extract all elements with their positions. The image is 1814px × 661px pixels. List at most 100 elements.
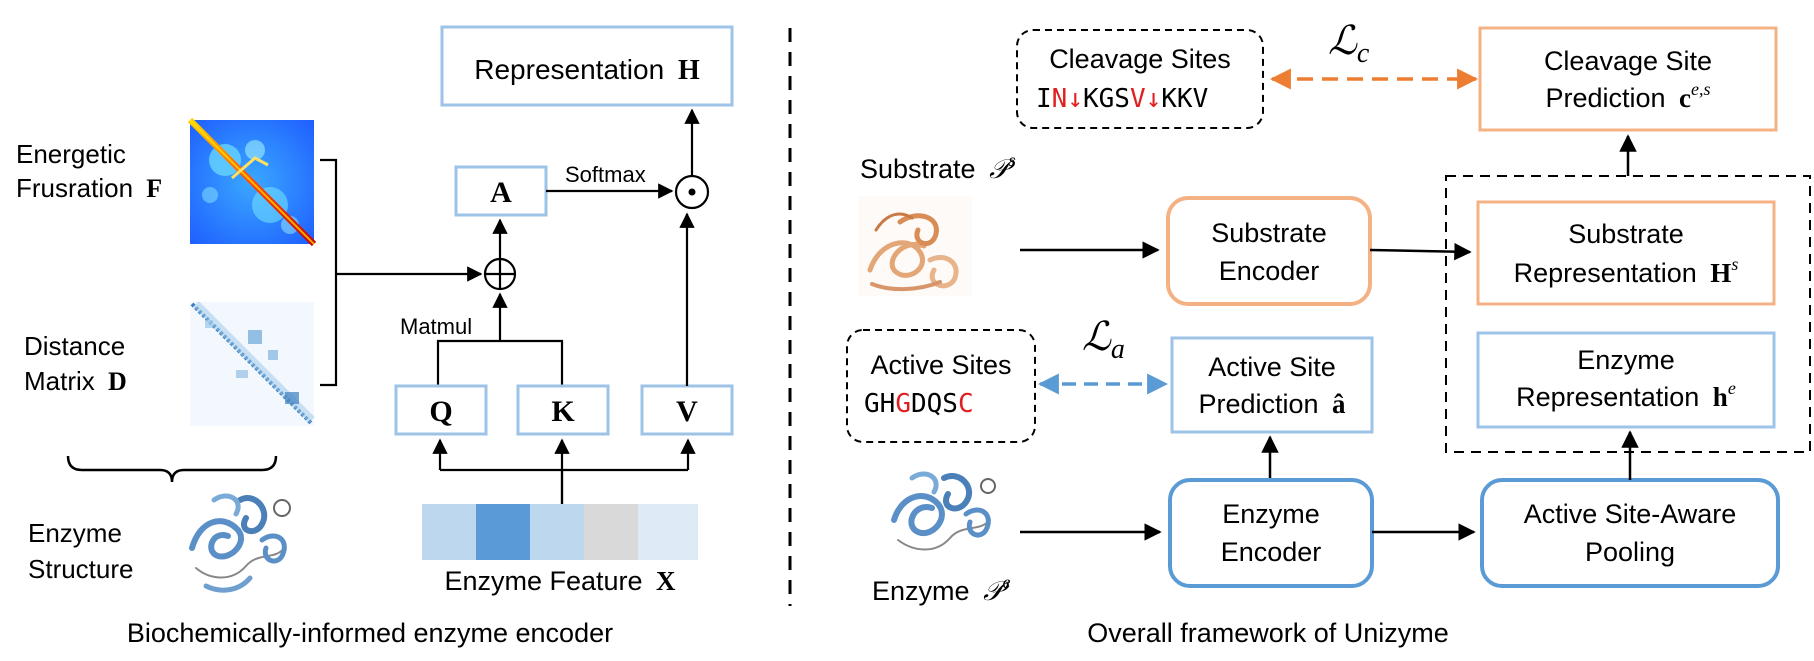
enzyme-rep-line2: Representation	[1516, 382, 1699, 412]
enzyme-structure-image	[189, 493, 291, 593]
substrate-label: Substrate	[860, 154, 976, 184]
active-prediction-box	[1170, 336, 1374, 434]
cleavage-prediction-superscript: e,s	[1691, 79, 1711, 99]
cleavage-sequence: IN↓KGSV↓KKV	[1036, 84, 1208, 114]
feature-cell	[476, 504, 530, 560]
enzyme-encoder-line2: Encoder	[1221, 537, 1322, 567]
sequence-char: S	[942, 389, 958, 419]
loss-a-subscript: a	[1111, 334, 1125, 365]
sequence-char: G	[1099, 84, 1115, 114]
substrate-rep-line2: Representation	[1514, 258, 1697, 288]
sequence-char: D	[911, 389, 927, 419]
svg-text:Representation Hs: Representation Hs	[1514, 254, 1739, 288]
loss-c-subscript: c	[1357, 38, 1370, 69]
sequence-char: K	[1161, 84, 1177, 114]
energetic-symbol: F	[146, 174, 162, 203]
substrate-rep-line1: Substrate	[1568, 219, 1684, 249]
energetic-heatmap-image	[187, 117, 317, 247]
enzyme-label: Enzyme	[872, 576, 970, 606]
sequence-char: I	[1036, 84, 1052, 114]
sequence-char: N	[1052, 84, 1068, 114]
sequence-char: G	[864, 389, 880, 419]
svg-text:Representation he: Representation he	[1516, 378, 1736, 412]
enzyme-rep-line1: Enzyme	[1577, 345, 1675, 375]
svg-text:Enzyme Feature X: Enzyme Feature X	[444, 566, 676, 596]
sequence-char: Q	[927, 389, 943, 419]
attention-a-box	[454, 165, 548, 217]
distance-label-line1: Distance	[24, 331, 125, 361]
substrate-encoder-line1: Substrate	[1211, 218, 1327, 248]
substrate-rep-symbol: H	[1710, 258, 1731, 288]
substrate-superscript: s	[1009, 150, 1016, 170]
representation-label: Representation	[474, 54, 664, 85]
sequence-char: V	[1130, 84, 1146, 114]
value-v-symbol: V	[676, 395, 698, 428]
feature-cell	[422, 504, 476, 560]
feature-cell	[530, 504, 584, 560]
key-k-symbol: K	[551, 395, 575, 428]
loss-a-symbol: ℒ	[1082, 314, 1112, 359]
enzyme-encoder-line1: Enzyme	[1222, 499, 1320, 529]
qk-join-lines	[436, 339, 564, 386]
representation-h-box	[440, 25, 734, 107]
substrate-rep-superscript: s	[1731, 254, 1738, 274]
substrate-encoder-box	[1166, 196, 1372, 306]
structure-label-line1: Enzyme	[28, 518, 122, 548]
sequence-char: V	[1193, 84, 1209, 114]
active-sequence: GHGDQSC	[864, 389, 974, 419]
sequence-char: H	[880, 389, 896, 419]
enzyme-rep-superscript: e	[1728, 378, 1736, 398]
enzyme-feature-bar	[422, 504, 698, 560]
svg-text:Substrate 𝒫s: Substrate 𝒫s	[860, 150, 1016, 184]
pooling-line2: Pooling	[1585, 537, 1675, 567]
right-caption: Overall framework of Unizyme	[1087, 618, 1449, 648]
sequence-char: K	[1177, 84, 1193, 114]
svg-text:Matrix D: Matrix D	[24, 366, 127, 396]
active-sites-label: Active Sites	[870, 350, 1011, 380]
right-panel: Cleavage Sites IN↓KGSV↓KKV ℒc Cleavage S…	[846, 18, 1811, 648]
feature-symbol: X	[656, 566, 676, 596]
active-sites-box	[846, 329, 1036, 443]
left-panel: Energetic Frusration F Distance Matrix D	[16, 25, 734, 648]
cleavage-sites-box	[1016, 29, 1264, 129]
active-prediction-line1: Active Site	[1208, 352, 1336, 382]
structure-brace	[66, 455, 278, 483]
left-caption: Biochemically-informed enzyme encoder	[127, 618, 613, 648]
svg-text:Frusration F: Frusration F	[16, 173, 162, 203]
sequence-char: S	[1114, 84, 1130, 114]
active-prediction-symbol: â	[1332, 389, 1346, 419]
enzyme-representation-box	[1476, 331, 1776, 429]
enzyme-rep-symbol: h	[1713, 382, 1728, 412]
distance-symbol: D	[108, 367, 127, 396]
cleavage-sites-label: Cleavage Sites	[1049, 44, 1231, 74]
input-bracket	[320, 158, 338, 387]
softmax-label: Softmax	[565, 162, 646, 187]
enzyme-encoder-box	[1168, 478, 1374, 588]
feature-cell	[638, 504, 698, 560]
enzyme-protein-image	[891, 471, 996, 551]
representation-group-box	[1445, 175, 1811, 453]
svg-text:ℒc: ℒc	[1328, 18, 1370, 69]
substrate-protein-image	[858, 196, 972, 296]
cleavage-prediction-symbol: c	[1679, 83, 1691, 113]
loss-c-symbol: ℒ	[1328, 18, 1358, 63]
structure-label-line2: Structure	[28, 554, 134, 584]
distance-matrix-image	[190, 301, 315, 426]
encoder-to-substrate-rep-arrow	[1369, 242, 1472, 261]
distance-label-line2: Matrix	[24, 366, 95, 396]
sequence-char: C	[958, 389, 974, 419]
active-prediction-line2: Prediction	[1198, 389, 1318, 419]
svg-text:Prediction â: Prediction â	[1198, 389, 1346, 419]
svg-text:Prediction ce,s: Prediction ce,s	[1545, 79, 1710, 113]
cleavage-prediction-box	[1478, 26, 1778, 132]
svg-text:Representation H: Representation H	[474, 54, 700, 86]
feature-label: Enzyme Feature	[444, 566, 642, 596]
enzyme-superscript: e	[1003, 572, 1011, 592]
energetic-label-line1: Energetic	[16, 139, 126, 169]
representation-symbol: H	[678, 55, 700, 86]
cleavage-prediction-line1: Cleavage Site	[1544, 46, 1712, 76]
pooling-box	[1480, 478, 1780, 588]
feature-cell	[584, 504, 638, 560]
svg-text:Enzyme 𝒫e: Enzyme 𝒫e	[872, 572, 1011, 606]
sequence-char: ↓	[1067, 84, 1083, 114]
